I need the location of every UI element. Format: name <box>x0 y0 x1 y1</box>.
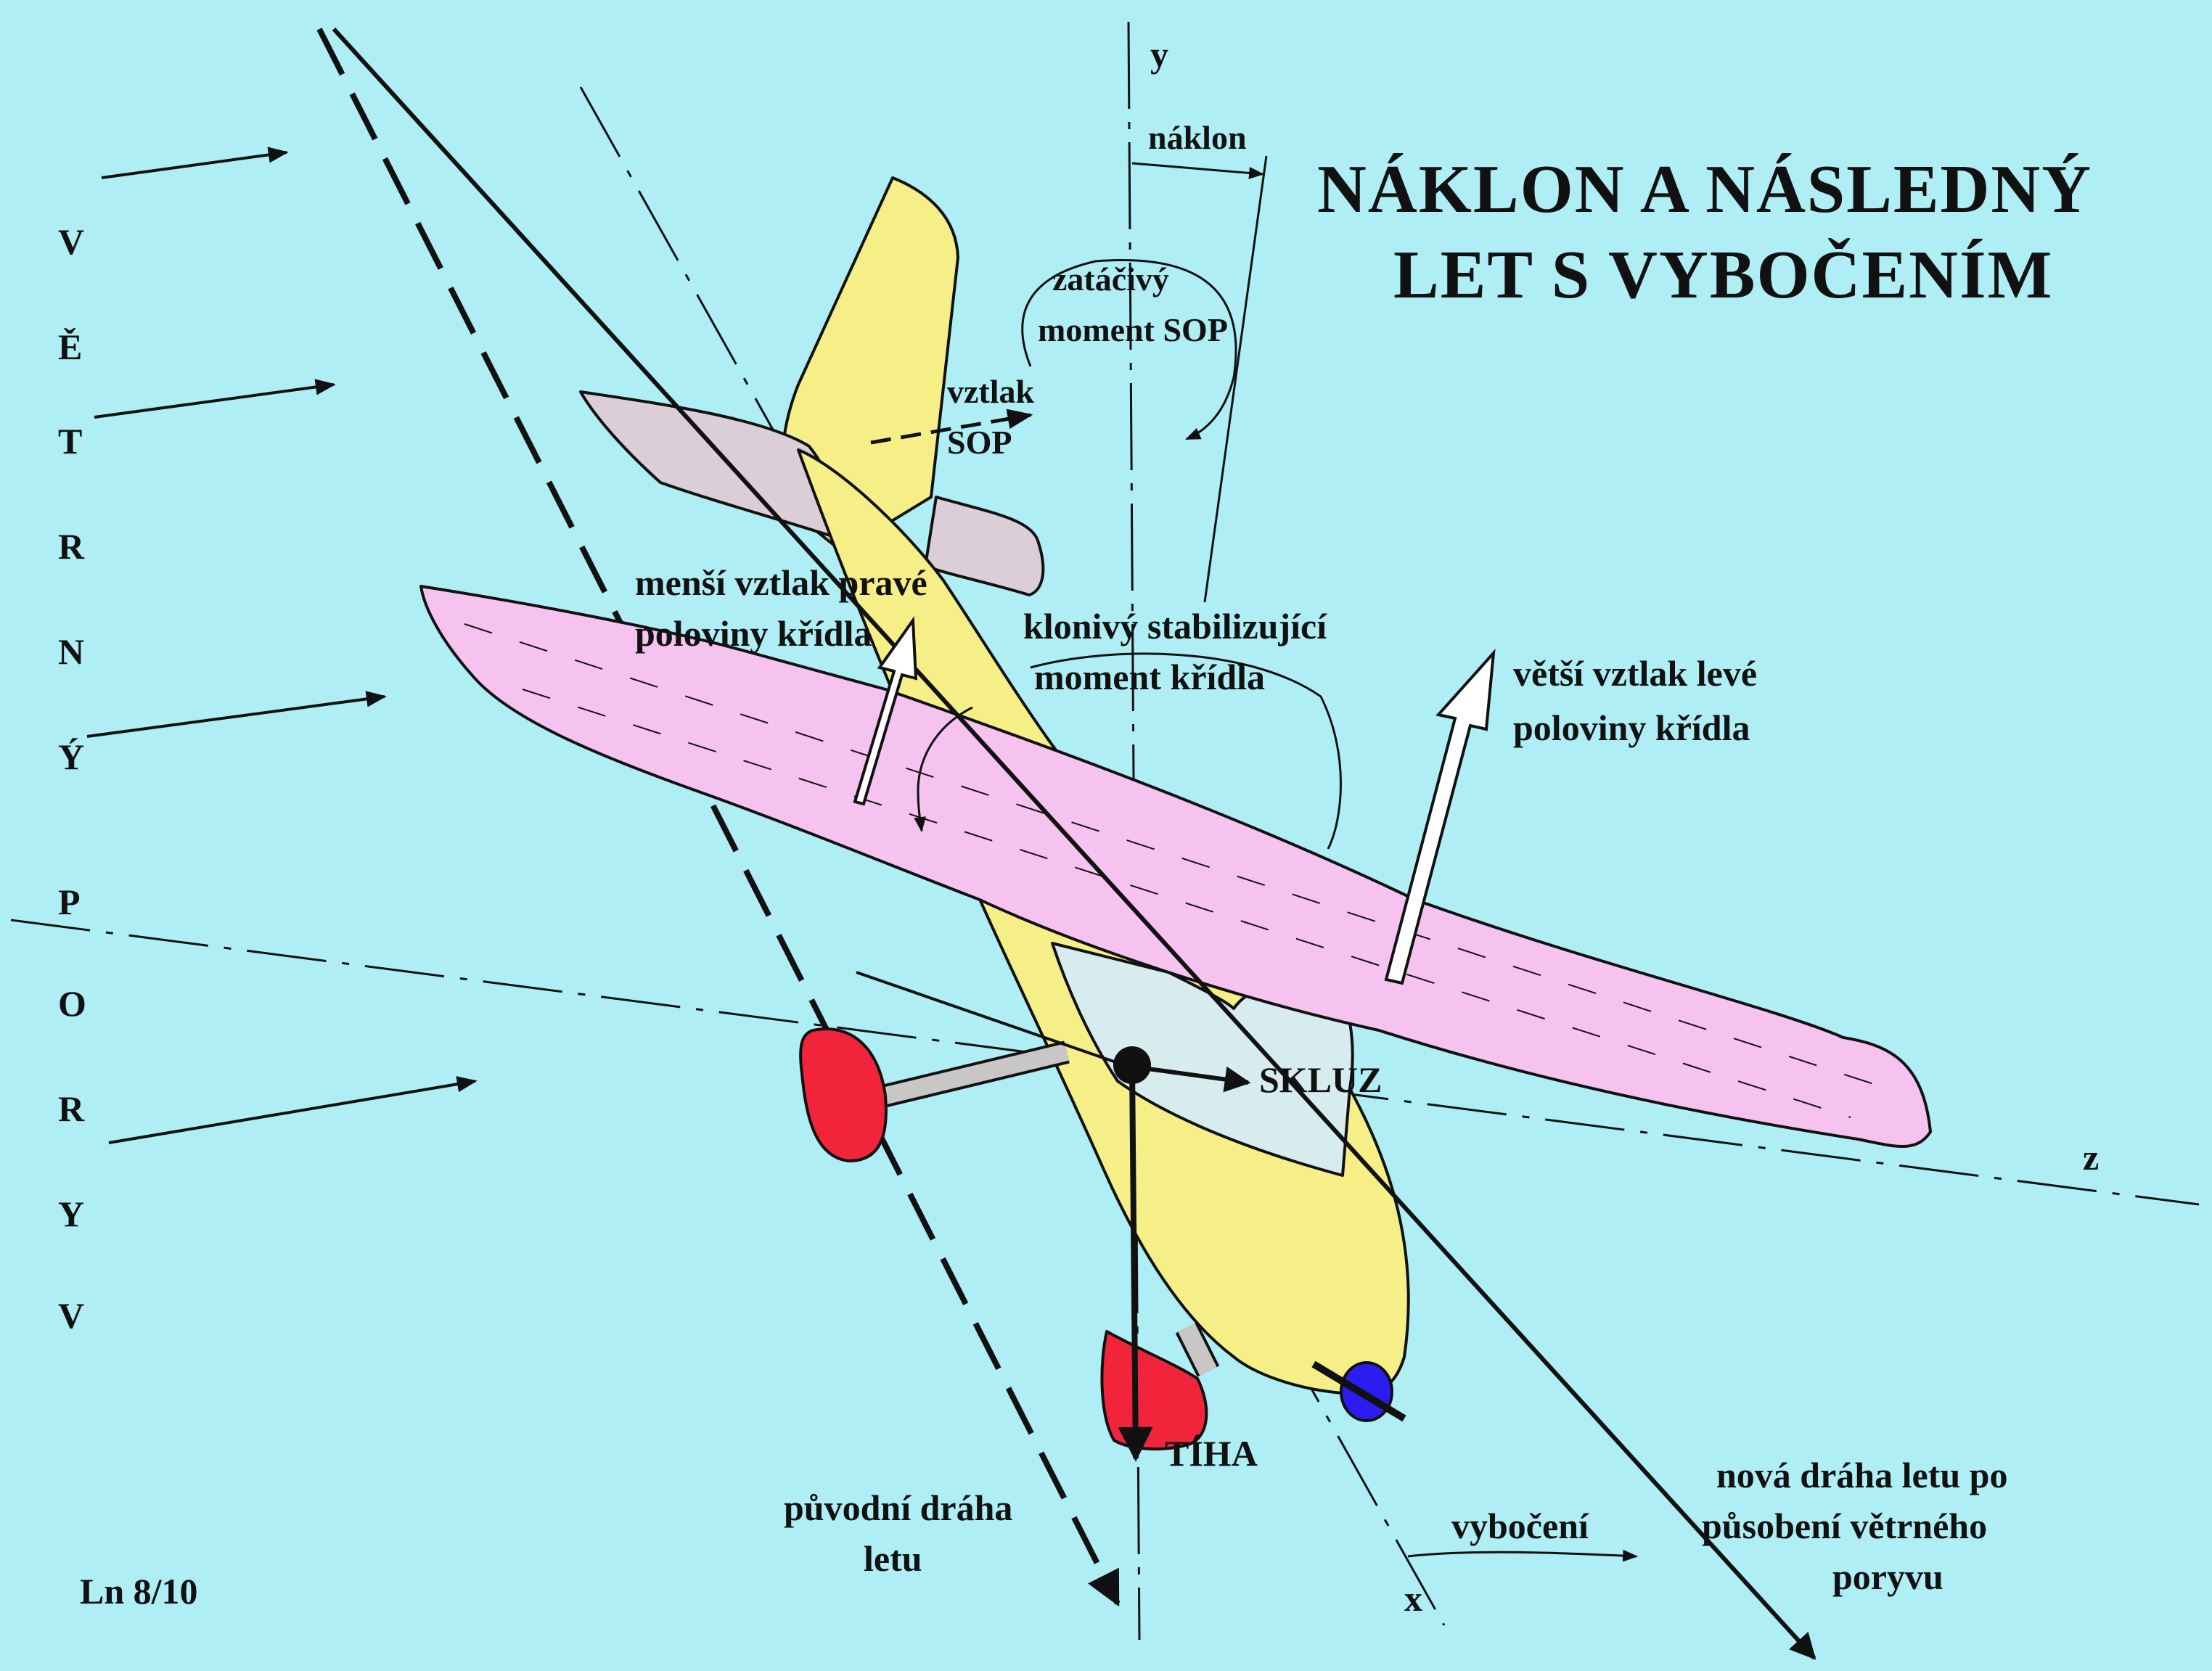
wing-panel-lines <box>464 623 1888 1118</box>
left-wheel <box>799 1027 888 1162</box>
original-flight-path <box>316 28 1121 1607</box>
greater-lift-label-2: poloviny křídla <box>1513 707 1750 748</box>
force-arrows <box>853 408 1496 1462</box>
weight-arrow <box>1118 1066 1153 1462</box>
smaller-lift-label-2: poloviny křídla <box>635 613 872 654</box>
naklon-label: náklon <box>1148 119 1247 156</box>
yaw-moment-curve <box>1021 259 1237 440</box>
center-of-gravity-icon <box>1113 1046 1151 1084</box>
z-axis-label: z <box>2083 1137 2099 1178</box>
fin-lift-label-2: SOP <box>947 424 1012 461</box>
side-letter: V <box>58 221 84 262</box>
greater-lift-label-1: větší vztlak levé <box>1513 653 1757 694</box>
side-letter: Ě <box>58 327 82 367</box>
right-wheel <box>1100 1330 1208 1450</box>
side-letter: T <box>58 421 82 461</box>
yaw-deflection-label: vybočení <box>1451 1506 1589 1546</box>
wing <box>419 585 1932 1148</box>
wind-arrow <box>94 379 336 419</box>
x-axis-label: x <box>1404 1578 1422 1619</box>
greater-lift-arrow <box>1384 649 1496 985</box>
side-letter: R <box>58 526 85 567</box>
roll-moment-label-1: klonivý stabilizující <box>1023 606 1327 646</box>
propeller-blade <box>1311 1360 1406 1422</box>
naklon-reference-line <box>1203 155 1268 603</box>
wind-arrow <box>86 691 387 738</box>
roll-moment-curve <box>1030 652 1342 850</box>
wind-arrow <box>108 1076 478 1144</box>
original-path-label-2: letu <box>864 1538 922 1579</box>
smaller-lift-label-1: menší vztlak pravé <box>635 562 927 603</box>
landing-gear-strut-fill <box>869 1043 1069 1108</box>
sideslip-arrow <box>1131 1064 1251 1093</box>
side-letter: P <box>58 882 81 922</box>
weight-label: TÍHA <box>1165 1433 1258 1474</box>
side-letter: Ý <box>58 736 84 777</box>
y-axis-label: y <box>1150 34 1168 75</box>
right-horizontal-stabilizer <box>924 496 1045 596</box>
roll-moment-label-2: moment křídla <box>1034 657 1265 697</box>
wind-arrow <box>101 147 289 179</box>
figure-id: Ln 8/10 <box>80 1571 198 1612</box>
naklon-arrow <box>1131 162 1265 179</box>
wind-gust-arrows <box>86 147 478 1144</box>
side-text: V Ě T R N Ý P O R Y V <box>58 221 86 1336</box>
side-letter: N <box>58 631 84 672</box>
yaw-deflection-arrow <box>1407 1549 1639 1562</box>
side-letter: O <box>58 983 86 1024</box>
smaller-lift-arrow <box>853 616 918 806</box>
new-path-label-3: poryvu <box>1832 1556 1943 1597</box>
new-path-label-2: působení větrného <box>1702 1506 1987 1546</box>
original-path-label-1: původní dráha <box>784 1487 1012 1528</box>
side-letter: R <box>58 1088 85 1129</box>
yaw-moment-label-1: zatáčivý <box>1052 260 1169 297</box>
side-letter: V <box>58 1295 84 1336</box>
moment-curves <box>914 162 1639 1562</box>
new-path-label-1: nová dráha letu po <box>1716 1455 2007 1495</box>
title-line-1: NÁKLON A NÁSLEDNÝ <box>1317 152 2092 227</box>
roll-moment-curve-inner <box>914 706 973 833</box>
sideslip-label: SKLUZ <box>1259 1059 1382 1100</box>
tail-gear-strut-fill <box>1178 1323 1217 1376</box>
new-flight-path-continuation <box>856 971 1129 1068</box>
yaw-moment-label-2: moment SOP <box>1038 311 1228 348</box>
side-letter: Y <box>58 1194 84 1234</box>
new-flight-path <box>332 27 1816 1660</box>
fin-lift-label-1: vztlak <box>947 373 1035 410</box>
airplane <box>419 176 1932 1450</box>
fin-lift-arrow <box>870 408 1033 445</box>
title-line-2: LET S VYBOČENÍM <box>1393 237 2053 313</box>
